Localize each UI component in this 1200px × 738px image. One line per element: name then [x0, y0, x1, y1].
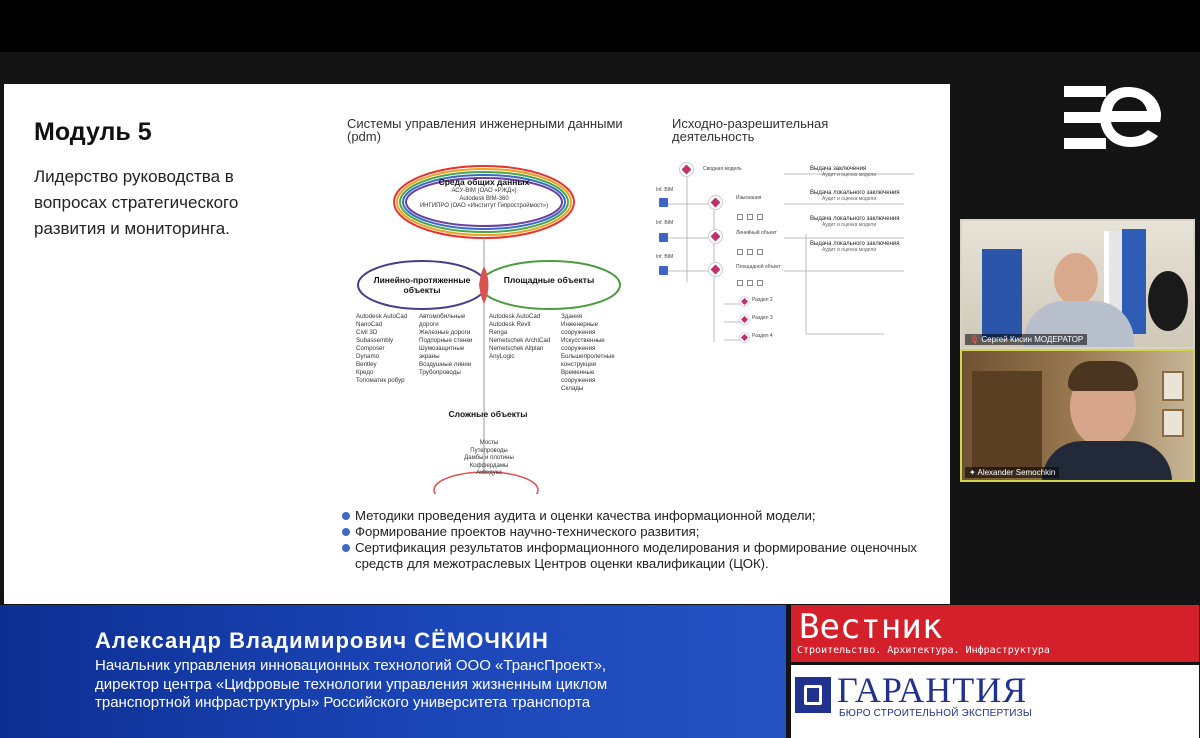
cube-icon: [659, 266, 668, 275]
doc-square: [737, 214, 743, 220]
doc-square: [757, 249, 763, 255]
vestnik-sponsor: Вестник Строительство. Архитектура. Инфр…: [791, 605, 1199, 662]
bullet-list: Методики проведения аудита и оценки каче…: [341, 508, 921, 572]
shared-slide: Модуль 5 Лидерство руководства в вопроса…: [4, 84, 950, 604]
vestnik-title: Вестник: [799, 607, 943, 647]
section-icon: [739, 296, 750, 307]
banner-graphic: [982, 249, 1022, 339]
vestnik-subtitle: Строительство. Архитектура. Инфраструкту…: [797, 645, 1050, 656]
cabinet-graphic: [972, 371, 1042, 471]
ird-outputs: Выдача заключения Аудит и оценка модели …: [810, 166, 900, 253]
section-label-3: Раздел 4: [752, 333, 773, 339]
participant-name: 🎙 Сергей Кисин МОДЕРАТОР: [965, 334, 1088, 345]
module-subtitle: Лидерство руководства в вопросах стратег…: [34, 167, 239, 238]
garantiya-logo-icon: [795, 677, 831, 713]
linear-title: Линейно-протяженные объекты: [373, 275, 471, 295]
cube-icon: [659, 198, 668, 207]
overlap-lens: [479, 266, 489, 304]
flag-graphic: [1104, 231, 1122, 311]
complex-oval: [433, 471, 539, 494]
stage-label-2: Линейный объект: [736, 230, 777, 236]
pdm-diagram: [357, 165, 621, 494]
ird-root-label: Сводная модель: [703, 166, 742, 172]
channel-logo: [1064, 86, 1161, 149]
section-label-1: Раздел 2: [752, 297, 773, 303]
module-title: Модуль 5: [34, 118, 152, 146]
doc-square: [747, 280, 753, 286]
frame-graphic: [1162, 371, 1184, 401]
ird-flow-lines: [662, 169, 914, 342]
section-label-2: Раздел 3: [752, 315, 773, 321]
doc-square: [757, 214, 763, 220]
root-model-icon: [679, 162, 694, 177]
stage-model-icon: [708, 262, 723, 277]
side-label-3: Inf. BIM: [656, 254, 674, 260]
garantiya-subtitle: БЮРО СТРОИТЕЛЬНОЙ ЭКСПЕРТИЗЫ: [839, 708, 1032, 719]
doc-square: [757, 280, 763, 286]
bullet-item: Формирование проектов научно-техническог…: [341, 524, 921, 540]
area-title: Площадные объекты: [503, 275, 595, 285]
speaker-name: Александр Владимирович СЁМОЧКИН: [95, 628, 549, 653]
doc-square: [737, 249, 743, 255]
bullet-item: Сертификация результатов информационного…: [341, 540, 921, 572]
cds-title: Среда общих данных: [438, 177, 530, 187]
participant-tile-moderator[interactable]: 🎙 Сергей Кисин МОДЕРАТОР: [960, 219, 1195, 349]
muted-mic-icon: 🎙: [969, 335, 980, 344]
doc-square: [747, 214, 753, 220]
stage-label-3: Площадной объект: [736, 264, 781, 270]
participant-tile-speaker[interactable]: ✦ Alexander Semochkin: [960, 349, 1195, 482]
cube-icon: [659, 233, 668, 242]
complex-title: Сложные объекты: [448, 409, 528, 419]
bullet-item: Методики проведения аудита и оценки каче…: [341, 508, 921, 524]
pin-icon: ✦: [969, 468, 976, 477]
doc-square: [747, 249, 753, 255]
side-label-1: Inf. BIM: [656, 187, 674, 193]
speaker-lower-third: Александр Владимирович СЁМОЧКИН Начальни…: [0, 605, 786, 738]
section-icon: [739, 332, 750, 343]
speaker-role: Начальник управления инновационных техно…: [95, 657, 608, 711]
stage-label-1: Изыскания: [736, 195, 762, 201]
microphone-graphic: [1148, 271, 1188, 331]
top-bar: [0, 0, 1200, 52]
pdm-title: Системы управления инженерными данными (…: [347, 116, 623, 144]
cds-list: АСУ-BIM (ОАО «РЖД») Autodesk BIM-360 ИНГ…: [419, 188, 549, 209]
person-head: [1054, 253, 1098, 305]
ird-title: Исходно-разрешительная деятельность: [672, 116, 829, 144]
person-hair: [1068, 361, 1138, 391]
garantiya-title: ГАРАНТИЯ: [837, 670, 1028, 710]
garantiya-sponsor: ГАРАНТИЯ БЮРО СТРОИТЕЛЬНОЙ ЭКСПЕРТИЗЫ: [791, 665, 1199, 738]
area-oval: [479, 260, 621, 310]
stage-model-icon: [708, 229, 723, 244]
section-icon: [739, 314, 750, 325]
participant-name: ✦ Alexander Semochkin: [965, 467, 1060, 478]
doc-square: [737, 280, 743, 286]
person-body: [1042, 441, 1172, 480]
side-label-2: Inf. BIM: [656, 220, 674, 226]
stage-model-icon: [708, 195, 723, 210]
frame-graphic: [1162, 409, 1184, 437]
